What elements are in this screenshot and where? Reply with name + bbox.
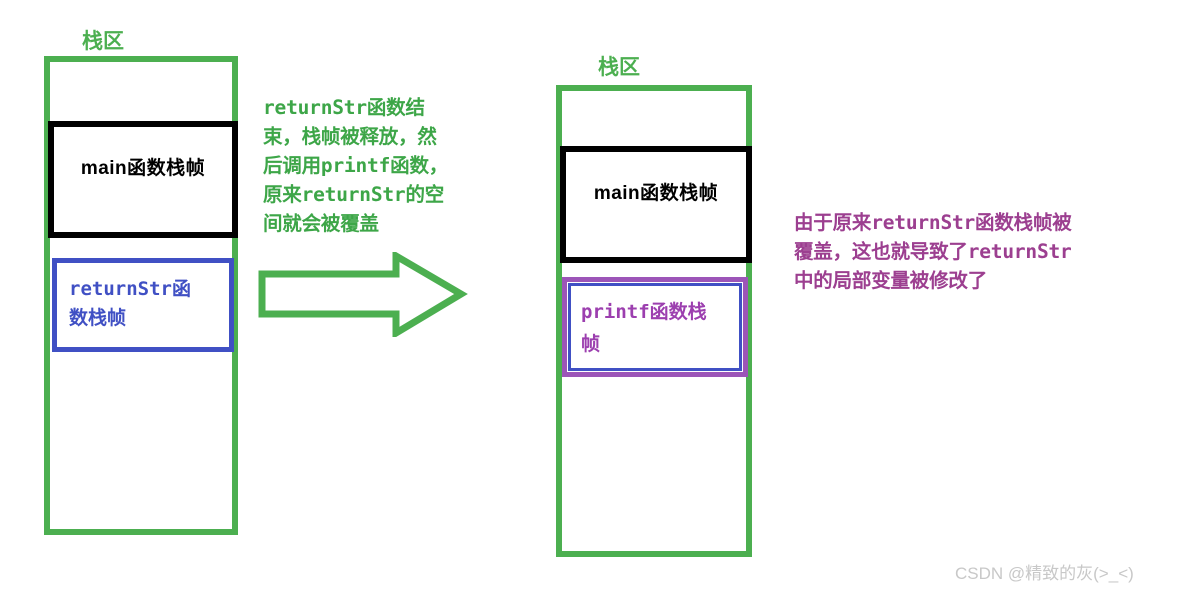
right-frame-main-label: main函数栈帧: [593, 183, 719, 204]
transition-arrow-icon: [258, 249, 468, 340]
right-stack-container: main函数栈帧 printf函数栈 帧: [556, 85, 752, 557]
right-frame-printf: printf函数栈 帧: [562, 277, 748, 377]
left-frame-returnstr-label: returnStr函 数栈帧: [69, 278, 191, 329]
right-stack-label: 栈区: [598, 56, 640, 79]
left-stack-container: main函数栈帧 returnStr函 数栈帧: [44, 56, 238, 535]
middle-annotation-text: returnStr函数结 束，栈帧被释放，然 后调用printf函数， 原来re…: [263, 96, 449, 235]
left-frame-main-label: main函数栈帧: [80, 158, 206, 179]
right-annotation-text: 由于原来returnStr函数栈帧被 覆盖，这也就导致了returnStr 中的…: [794, 211, 1072, 292]
left-stack-label: 栈区: [82, 30, 124, 53]
csdn-watermark: CSDN @精致的灰(>_<): [955, 564, 1134, 583]
right-frame-main: main函数栈帧: [560, 146, 752, 263]
left-frame-main: main函数栈帧: [48, 121, 238, 238]
right-frame-printf-label: printf函数栈 帧: [581, 301, 707, 355]
left-frame-returnstr: returnStr函 数栈帧: [52, 258, 234, 352]
